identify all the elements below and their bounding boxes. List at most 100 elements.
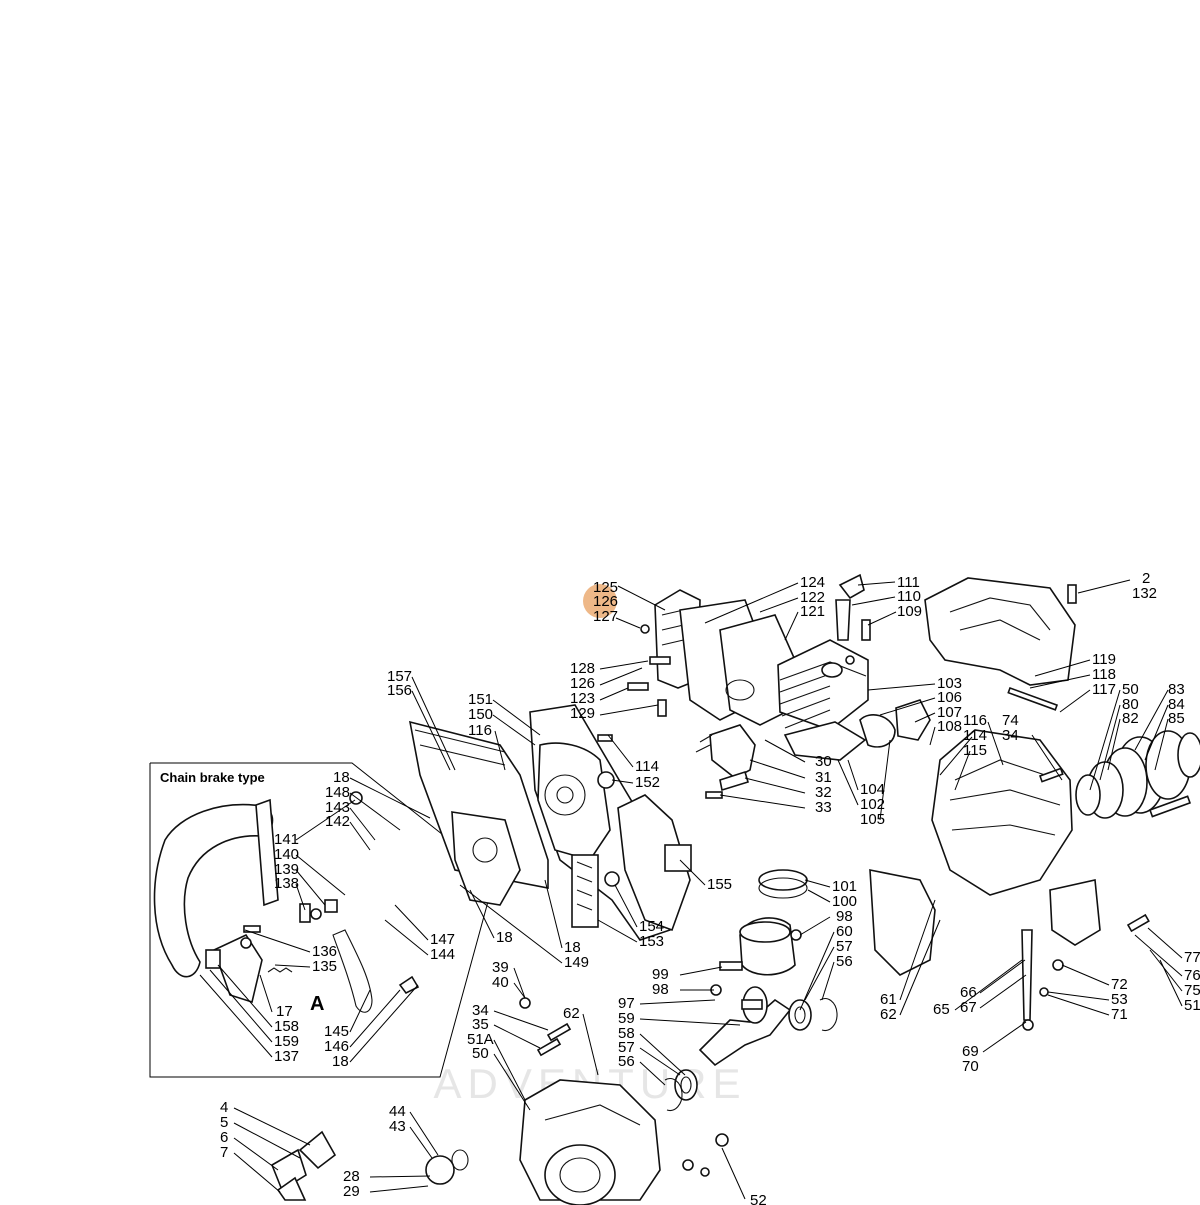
label-100: 100 (832, 893, 857, 910)
label-145: 145 (324, 1023, 349, 1040)
cylinder-group (695, 573, 931, 799)
label-97: 97 (618, 995, 635, 1012)
brake-arm (255, 798, 279, 907)
engine-top-cover (924, 577, 1076, 686)
label-121: 121 (800, 603, 825, 620)
bearing-58 (674, 1069, 698, 1101)
label-135: 135 (312, 958, 337, 975)
label-109: 109 (897, 603, 922, 620)
label-152: 152 (635, 774, 660, 791)
nut-154 (604, 871, 620, 887)
part-number-labels: 2 132 111 110 109 124 122 121 125 126 12… (220, 570, 1200, 1205)
brake-washer-b (310, 908, 322, 920)
label-98-left: 98 (652, 981, 669, 998)
highlight-marker[interactable] (583, 584, 617, 618)
label-77: 77 (1184, 949, 1200, 966)
label-128: 128 (570, 660, 595, 677)
label-110: 110 (897, 588, 921, 605)
label-4: 4 (220, 1099, 228, 1116)
label-2: 2 (1142, 570, 1150, 587)
label-70: 70 (962, 1058, 979, 1075)
label-57-right: 57 (836, 938, 853, 955)
bolt-128 (649, 656, 671, 665)
bracket-right (1049, 879, 1101, 946)
label-148: 148 (325, 784, 350, 801)
label-65: 65 (933, 1001, 950, 1018)
piston-ring-1 (758, 869, 808, 891)
label-102: 102 (860, 796, 885, 813)
label-114-left: 114 (635, 758, 659, 775)
cylinder-base (783, 721, 867, 761)
label-157: 157 (387, 668, 412, 685)
label-158: 158 (274, 1018, 299, 1035)
label-60: 60 (836, 923, 853, 940)
label-139: 139 (274, 861, 299, 878)
crankcase-left-group (270, 997, 729, 1205)
label-43: 43 (389, 1118, 406, 1135)
label-7: 7 (220, 1144, 228, 1161)
label-62-right: 62 (880, 1006, 897, 1023)
label-69: 69 (962, 1043, 979, 1060)
label-118: 118 (1092, 666, 1116, 683)
label-31: 31 (815, 769, 832, 786)
label-30: 30 (815, 753, 832, 770)
label-34-right: 34 (1002, 727, 1019, 744)
label-35: 35 (472, 1016, 489, 1033)
brake-pin (299, 903, 311, 923)
brake-lever-plate (213, 933, 263, 1004)
label-151: 151 (468, 691, 493, 708)
bolt-114 (597, 734, 613, 742)
label-75: 75 (1184, 982, 1200, 999)
chain-cover-group (408, 704, 692, 941)
label-59: 59 (618, 1010, 635, 1027)
label-33: 33 (815, 799, 832, 816)
label-117: 117 (1092, 681, 1116, 698)
bolt-123 (627, 682, 649, 691)
label-6: 6 (220, 1129, 228, 1146)
label-56-left: 56 (618, 1053, 635, 1070)
label-126-top: 126 (593, 593, 618, 610)
label-58: 58 (618, 1025, 635, 1042)
label-153: 153 (639, 933, 664, 950)
label-62-center: 62 (563, 1005, 580, 1022)
plug-cap (838, 573, 865, 600)
bolt-31 (719, 770, 749, 792)
label-104: 104 (860, 781, 885, 798)
cylinder-head (777, 639, 869, 731)
brake-pivot (240, 937, 252, 949)
cap-43 (425, 1155, 455, 1185)
label-123: 123 (570, 690, 595, 707)
intake-flange (895, 699, 931, 741)
label-53: 53 (1111, 991, 1128, 1008)
carb-adjuster (1021, 929, 1033, 1021)
label-5: 5 (220, 1114, 228, 1131)
label-40: 40 (492, 974, 509, 991)
flywheel (1075, 730, 1200, 819)
label-111: 111 (897, 574, 920, 591)
crankcase-group (869, 577, 1200, 1031)
label-107: 107 (937, 704, 962, 721)
label-149: 149 (564, 954, 589, 971)
brake-block (205, 949, 221, 969)
label-156: 156 (387, 682, 412, 699)
brake-bolt (243, 925, 261, 933)
intake-boot (859, 714, 896, 748)
crankcase-right (931, 729, 1073, 896)
circlip-56 (819, 997, 838, 1032)
muffler-group (627, 589, 796, 726)
label-57-left: 57 (618, 1039, 635, 1056)
label-67: 67 (960, 999, 977, 1016)
label-119: 119 (1092, 651, 1116, 668)
label-132: 132 (1132, 585, 1157, 602)
label-116-right: 116 (963, 712, 987, 729)
label-140: 140 (274, 846, 299, 863)
label-56-right: 56 (836, 953, 853, 970)
label-18-b: 18 (332, 1053, 349, 1070)
label-154: 154 (639, 918, 664, 935)
inset-letter: A (310, 993, 324, 1015)
label-17: 17 (276, 1003, 293, 1020)
sprocket-cover-inner (537, 742, 611, 861)
label-115: 115 (963, 742, 987, 759)
label-32: 32 (815, 784, 832, 801)
label-105: 105 (860, 811, 885, 828)
